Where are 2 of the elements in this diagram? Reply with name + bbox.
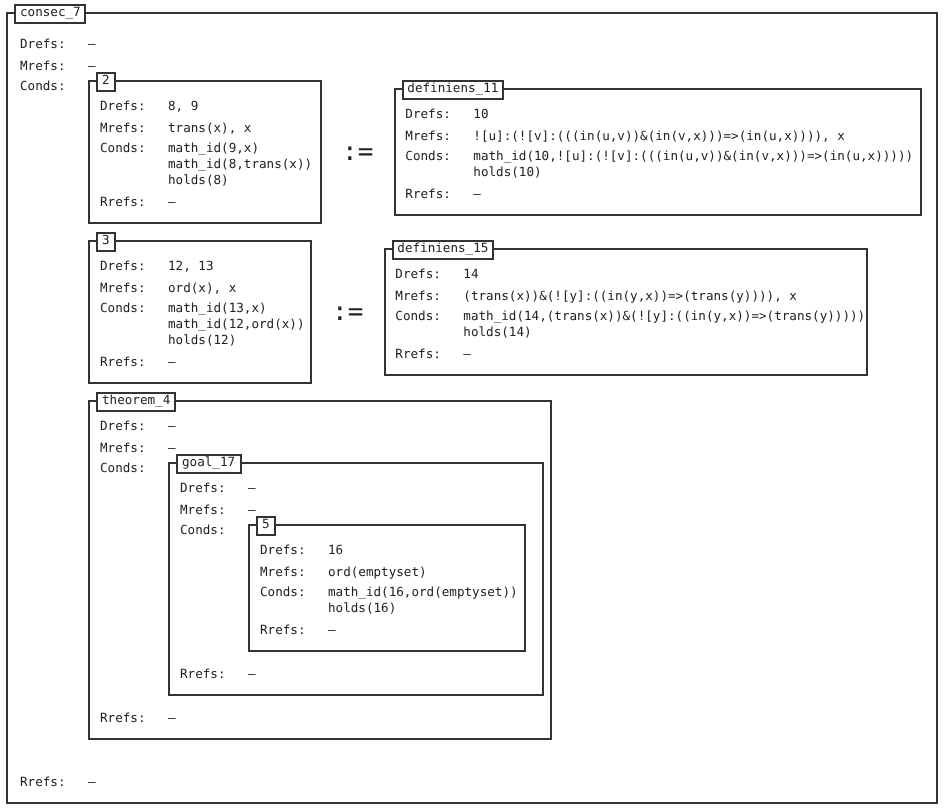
definition-symbol: :=	[342, 137, 374, 167]
definition-symbol: :=	[332, 297, 364, 327]
